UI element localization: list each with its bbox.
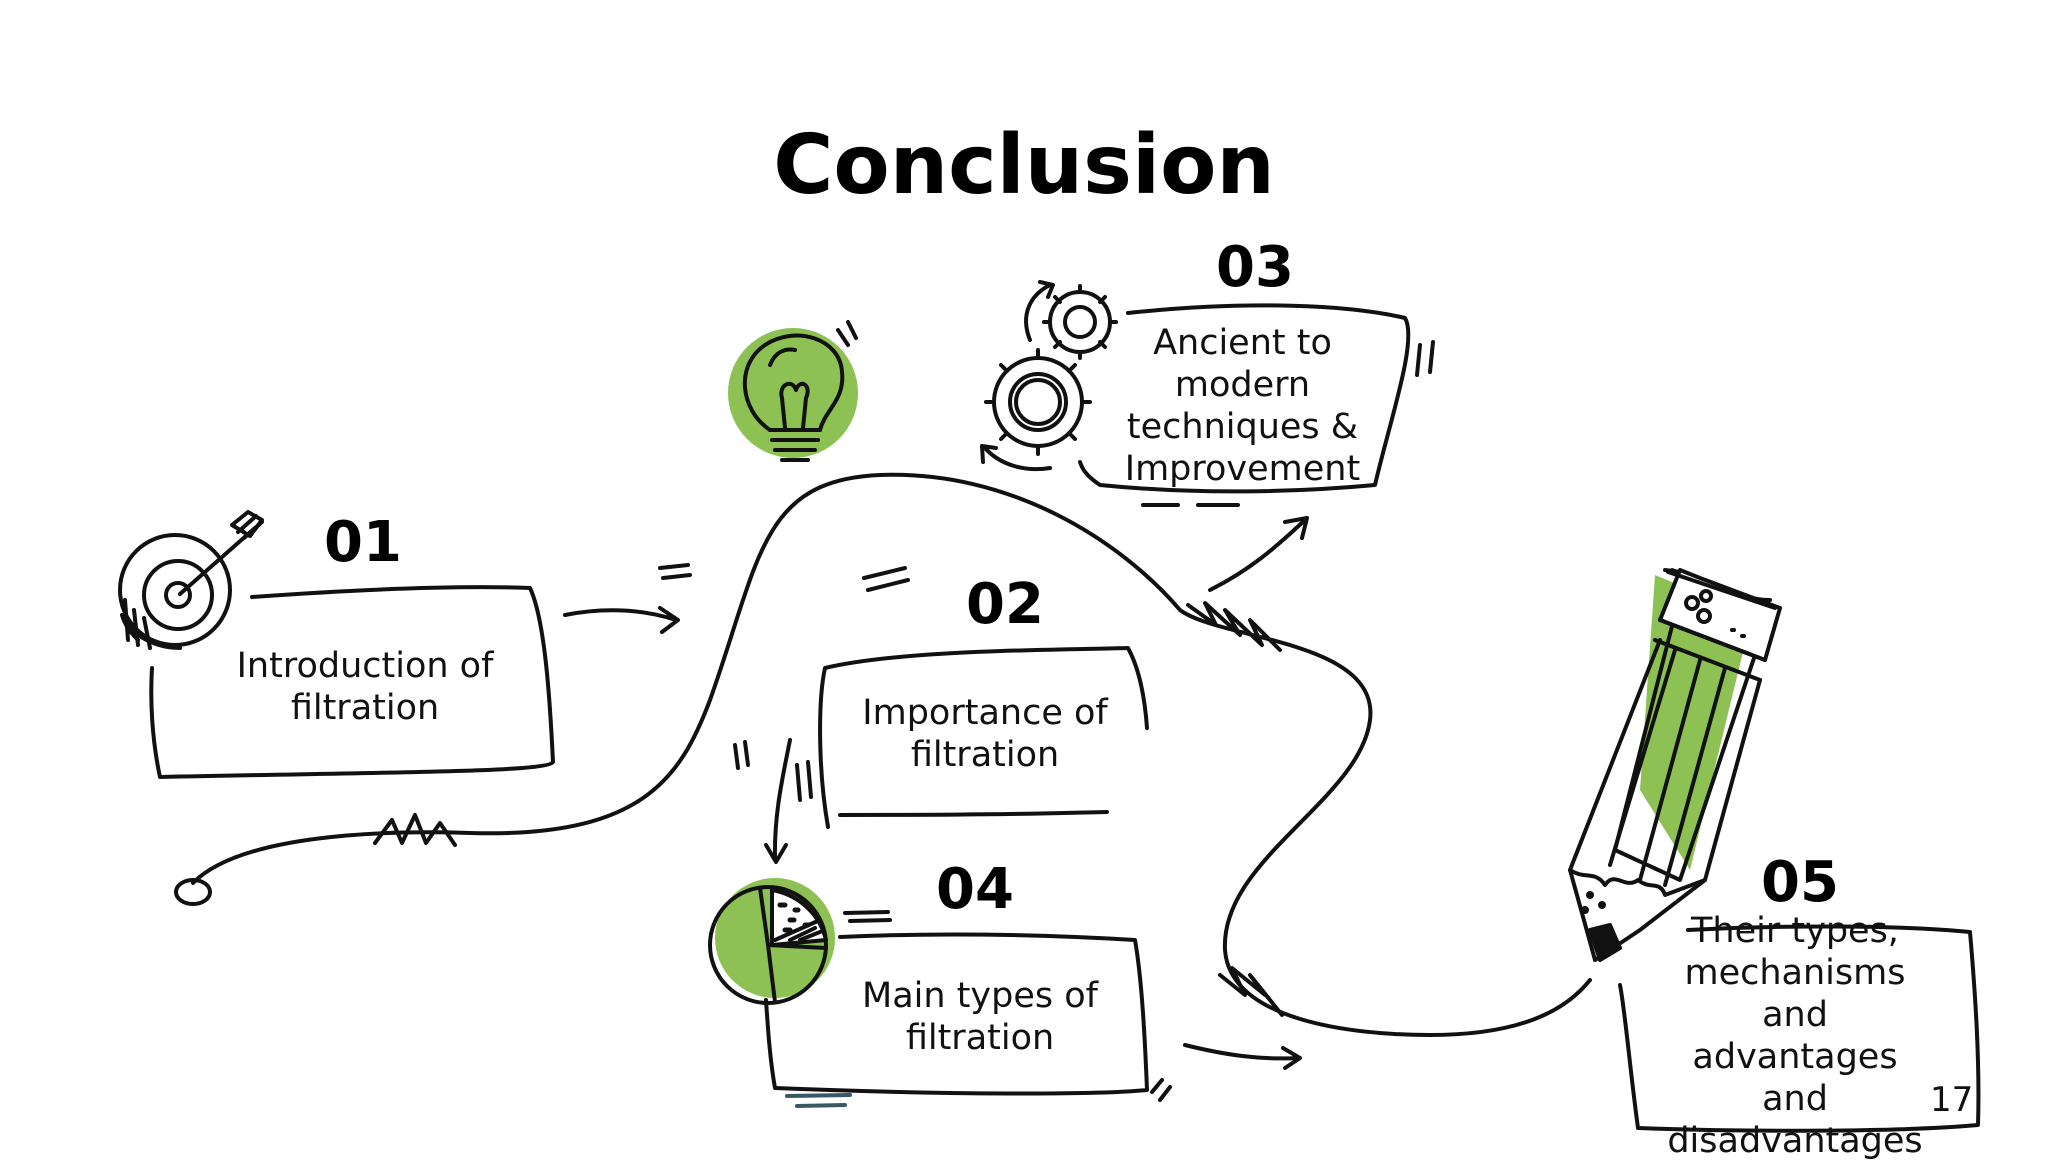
step-number-04: 04: [936, 857, 1014, 922]
zigzag-3: [1218, 966, 1284, 1017]
pencil-icon: [1568, 568, 1782, 962]
box-02: [818, 646, 1149, 829]
path-start-dot: [174, 878, 212, 906]
deco-marks-2: [862, 566, 910, 592]
step-number-01: 01: [324, 510, 402, 575]
pie-chart-icon: [708, 878, 835, 1005]
box-01: [149, 585, 555, 779]
deco-marks-7: [843, 910, 892, 923]
deco-marks-9: [1150, 1078, 1172, 1102]
box-05: [1618, 924, 1981, 1133]
target-icon: [118, 510, 264, 650]
deco-marks-4: [795, 760, 813, 802]
arrow-02-04: [764, 738, 792, 864]
step-label-02: Importance of filtration: [862, 693, 1108, 775]
deco-marks-3: [733, 740, 750, 770]
step-label-01: Introduction of filtration: [236, 646, 494, 728]
step-number-05: 05: [1761, 850, 1839, 915]
page-number: 17: [1930, 1080, 1974, 1120]
deco-marks-8: [785, 1093, 852, 1108]
step-label-03: Ancient to modern techniques & Improveme…: [1124, 323, 1361, 489]
deco-marks-5: [1415, 340, 1435, 377]
arrow-04: [1183, 1043, 1302, 1070]
zigzag-1: [373, 813, 457, 847]
step-number-03: 03: [1216, 235, 1294, 300]
step-label-04: Main types of filtration: [862, 976, 1098, 1058]
gears-icon: [980, 280, 1118, 472]
lightbulb-icon: [728, 320, 858, 462]
step-label-05: Their types, mechanisms and advantages a…: [1667, 911, 1923, 1161]
step-number-02: 02: [966, 572, 1044, 637]
box-03: [1078, 303, 1411, 494]
arrow-03: [1208, 516, 1309, 592]
deco-marks-1: [658, 563, 692, 580]
slide-title: Conclusion: [773, 118, 1275, 213]
zigzag-2: [1186, 601, 1282, 652]
winding-path: [191, 472, 1592, 1037]
box-04: [764, 932, 1149, 1096]
arrow-01: [563, 606, 680, 634]
